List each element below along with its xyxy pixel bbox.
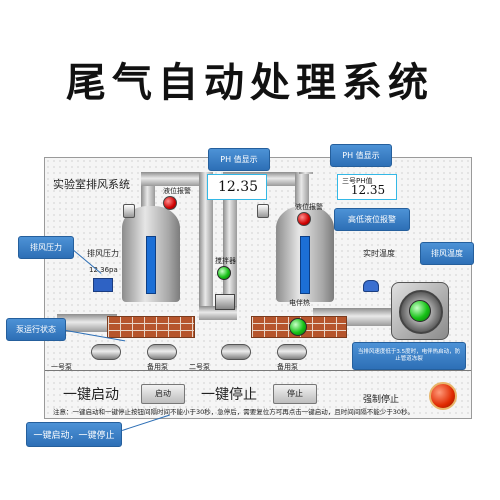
- pipe-top-1: [141, 172, 213, 186]
- pipe-mid-down: [199, 172, 213, 314]
- agitator-lamp: [217, 266, 231, 280]
- ph-display-1: 12.35: [207, 174, 267, 200]
- pump-2: [147, 344, 177, 360]
- level-alarm-lamp-1: [163, 196, 177, 210]
- brick-base-1: [107, 316, 195, 338]
- pump-line: [45, 370, 471, 371]
- ph-value-1: 12.35: [217, 179, 259, 195]
- pump-3: [221, 344, 251, 360]
- pressure-sensor-icon: [93, 278, 113, 292]
- callout-exhaust-pressure: 排风压力: [18, 236, 74, 259]
- callout-exhaust-temperature: 排风温度: [420, 242, 474, 265]
- pump-label-1: 一号泵: [51, 363, 72, 371]
- exhaust-pressure-value: 12.36pa: [89, 266, 118, 274]
- agitator-label: 搅拌器: [215, 257, 236, 265]
- exhaust-pressure-label: 排风压力: [87, 249, 119, 258]
- callout-high-low-alarm: 高低液位报警: [334, 208, 410, 231]
- pipe-tank2-up: [295, 172, 309, 212]
- callout-ph-2: PH 值显示: [330, 144, 392, 167]
- stop-button[interactable]: 停止: [273, 384, 317, 404]
- hmi-panel: 实验室排风系统 12.35 三号PH值 12.35 液位报警 液位报警 排风压力…: [44, 157, 472, 419]
- callout-ph-1: PH 值显示: [208, 148, 270, 171]
- pump-1: [91, 344, 121, 360]
- hmi-title: 实验室排风系统: [53, 178, 130, 191]
- level-alarm-label-2: 液位报警: [295, 203, 323, 211]
- one-key-start-label: 一键启动: [63, 387, 119, 403]
- pipe-inlet: [57, 314, 117, 332]
- force-stop-button[interactable]: [429, 382, 457, 410]
- temperature-label: 实时温度: [363, 249, 395, 258]
- hmi-note: 注意：一键启动和一键停止按钮间隔时间不能小于30秒，急停后，需要复位方可再点击一…: [53, 408, 415, 416]
- fan-status-lamp: [409, 300, 431, 322]
- exhaust-fan: [391, 282, 449, 340]
- pump-4: [277, 344, 307, 360]
- force-stop-label: 强制停止: [363, 395, 400, 405]
- valve-icon: [215, 294, 235, 310]
- start-button[interactable]: 启动: [141, 384, 185, 404]
- callout-one-key: 一键启动，一键停止: [26, 422, 122, 447]
- pump-label-2: 备用泵: [147, 363, 168, 371]
- pump-label-3: 二号泵: [189, 363, 210, 371]
- ph-value-2: 12.35: [350, 183, 386, 197]
- tank-1-level: [146, 236, 156, 294]
- pipe-out-down: [299, 172, 313, 174]
- callout-pump-status: 泵运行状态: [6, 318, 66, 341]
- pump-label-4: 备用泵: [277, 363, 298, 371]
- one-key-stop-label: 一键停止: [201, 387, 257, 403]
- ph-tank2-label: 三号PH值: [342, 177, 373, 185]
- instrument-icon-1: [123, 204, 135, 218]
- level-alarm-lamp-2: [297, 212, 311, 226]
- instrument-icon-2: [257, 204, 269, 218]
- callout-fan-note: 当排风速度低于3.5度时，电伴热启动，防止管道冻裂: [352, 342, 466, 370]
- ph-display-2: 三号PH值 12.35: [337, 174, 397, 200]
- tank-2-level: [300, 236, 310, 294]
- page-title: 尾气自动处理系统: [66, 60, 434, 106]
- heater-lamp: [289, 318, 307, 336]
- temperature-sensor-icon: [363, 280, 379, 292]
- heater-label: 电伴热: [289, 299, 310, 307]
- level-alarm-label-1: 液位报警: [163, 187, 191, 195]
